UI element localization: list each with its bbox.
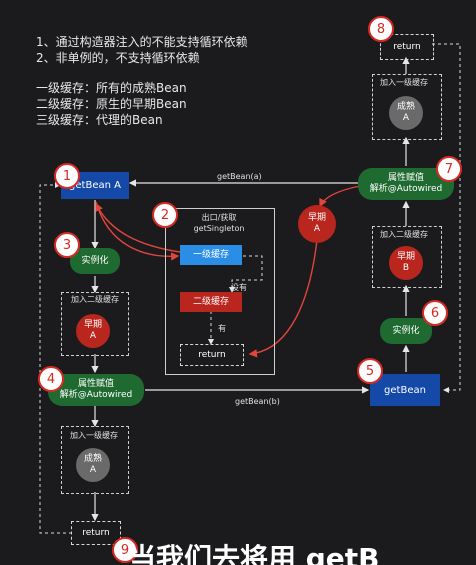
edge-label-getbean-b: getBean(b)	[235, 397, 280, 406]
step-badge-2: 2	[152, 202, 178, 228]
loop-left-return	[39, 182, 72, 534]
notes: 1、通过构造器注入的不能支持循环依赖 2、非单例的，不支持循环依赖 一级缓存：所…	[36, 34, 248, 128]
note-line-5: 三级缓存：代理的Bean	[36, 113, 163, 127]
note-line-1: 1、通过构造器注入的不能支持循环依赖	[36, 35, 248, 49]
cache-l2-box: 二级缓存	[180, 292, 242, 312]
cache2-right-panel	[372, 226, 442, 288]
mature-a-right: 成熟 A	[389, 96, 423, 130]
instantiate-right-box: 实例化	[380, 318, 432, 344]
red-arrow-getbean-to-l1	[95, 201, 180, 261]
note-line-2: 2、非单例的，不支持循环依赖	[36, 51, 200, 65]
red-arrow-early-to-return	[248, 239, 318, 358]
step-badge-1: 1	[54, 163, 80, 189]
step-badge-4: 4	[38, 366, 64, 392]
getbean-right-box: getBean	[370, 374, 440, 406]
has-label: 有	[218, 324, 226, 333]
red-arrow-l1-to-getbean	[95, 202, 181, 253]
loop-right-return	[432, 43, 461, 393]
cache2-left-label: 加入二级缓存	[71, 295, 119, 304]
return-right-box: return	[380, 34, 434, 60]
return-center-box: return	[180, 344, 244, 366]
step-badge-5: 5	[357, 358, 383, 384]
step-badge-3: 3	[54, 232, 80, 258]
early-a-center: 早期 A	[298, 205, 336, 243]
getsingleton-panel	[165, 208, 275, 375]
step-badge-8: 8	[368, 16, 394, 42]
cache2-left-panel	[61, 292, 129, 356]
mature-a-left: 成熟 A	[76, 448, 110, 482]
step-badge-9: 9	[112, 537, 138, 563]
populate-left-box: 属性赋值 解析@Autowired	[48, 374, 144, 406]
note-line-3: 一级缓存：所有的成熟Bean	[36, 81, 187, 95]
cache1-right-label: 加入一级缓存	[380, 78, 428, 87]
step-badge-7: 7	[436, 156, 462, 182]
return-left-box: return	[71, 521, 121, 545]
note-line-4: 二级缓存：原生的早期Bean	[36, 97, 187, 111]
early-b-right: 早期 B	[389, 246, 423, 280]
edge-label-getbean-a: getBean(a)	[217, 172, 262, 181]
red-arrow-populate-to-early	[319, 185, 361, 208]
step-badge-6: 6	[422, 300, 448, 326]
arrow-l1-to-none	[229, 255, 263, 293]
cache1-left-label: 加入一级缓存	[70, 431, 118, 440]
none-label: 没有	[231, 283, 247, 292]
getsingleton-title: 出口/获取 getSingleton	[193, 213, 245, 233]
cache1-left-panel	[61, 426, 129, 494]
cache-l1-box: 一级缓存	[180, 245, 242, 265]
cache2-right-label: 加入二级缓存	[380, 230, 428, 239]
cache1-right-panel	[372, 74, 442, 140]
early-a-left: 早期 A	[76, 314, 110, 348]
video-subtitle: 当我们去将用 getB	[128, 542, 380, 565]
instantiate-left-box: 实例化	[70, 248, 120, 274]
